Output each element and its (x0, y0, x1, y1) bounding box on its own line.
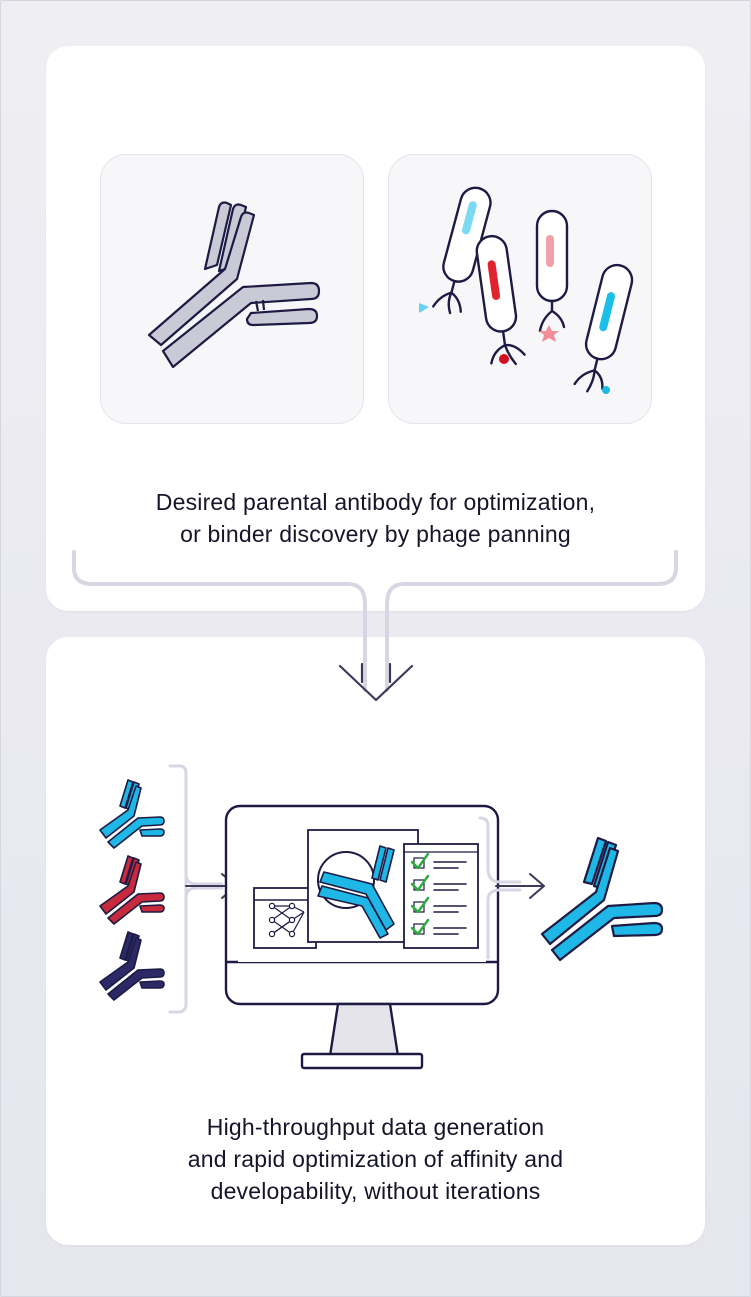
input-bracket (168, 764, 224, 1014)
parental-step-caption: Desired parental antibody for optimizati… (46, 486, 705, 550)
parental-antibody-icon (147, 201, 321, 369)
parental-antibody-tile (100, 154, 364, 424)
caption-line: High-throughput data generation (206, 1114, 545, 1140)
caption-line: and rapid optimization of affinity and (187, 1146, 564, 1172)
connector-lines (72, 550, 678, 692)
antibody-icon-red (99, 855, 165, 925)
caption-line: developability, without iterations (210, 1178, 541, 1204)
antibody-analysis-panel (307, 829, 419, 943)
optimization-step-caption: High-throughput data generation and rapi… (46, 1111, 705, 1207)
output-arrow-icon (495, 873, 545, 899)
output-bracket (478, 816, 522, 960)
down-arrow-icon (338, 662, 414, 702)
antibody-icon-navy (99, 931, 165, 1001)
phage-library-tile (388, 154, 652, 424)
caption-line: Desired parental antibody for optimizati… (155, 489, 596, 515)
network-panel (253, 887, 317, 949)
antibody-icon-cyan (99, 779, 165, 849)
checklist-icon (403, 843, 479, 949)
phage-icon (419, 186, 634, 394)
optimized-antibody-icon (540, 836, 664, 962)
step-card-parental: Desired parental antibody for optimizati… (46, 46, 705, 611)
caption-line: or binder discovery by phage panning (180, 521, 571, 547)
